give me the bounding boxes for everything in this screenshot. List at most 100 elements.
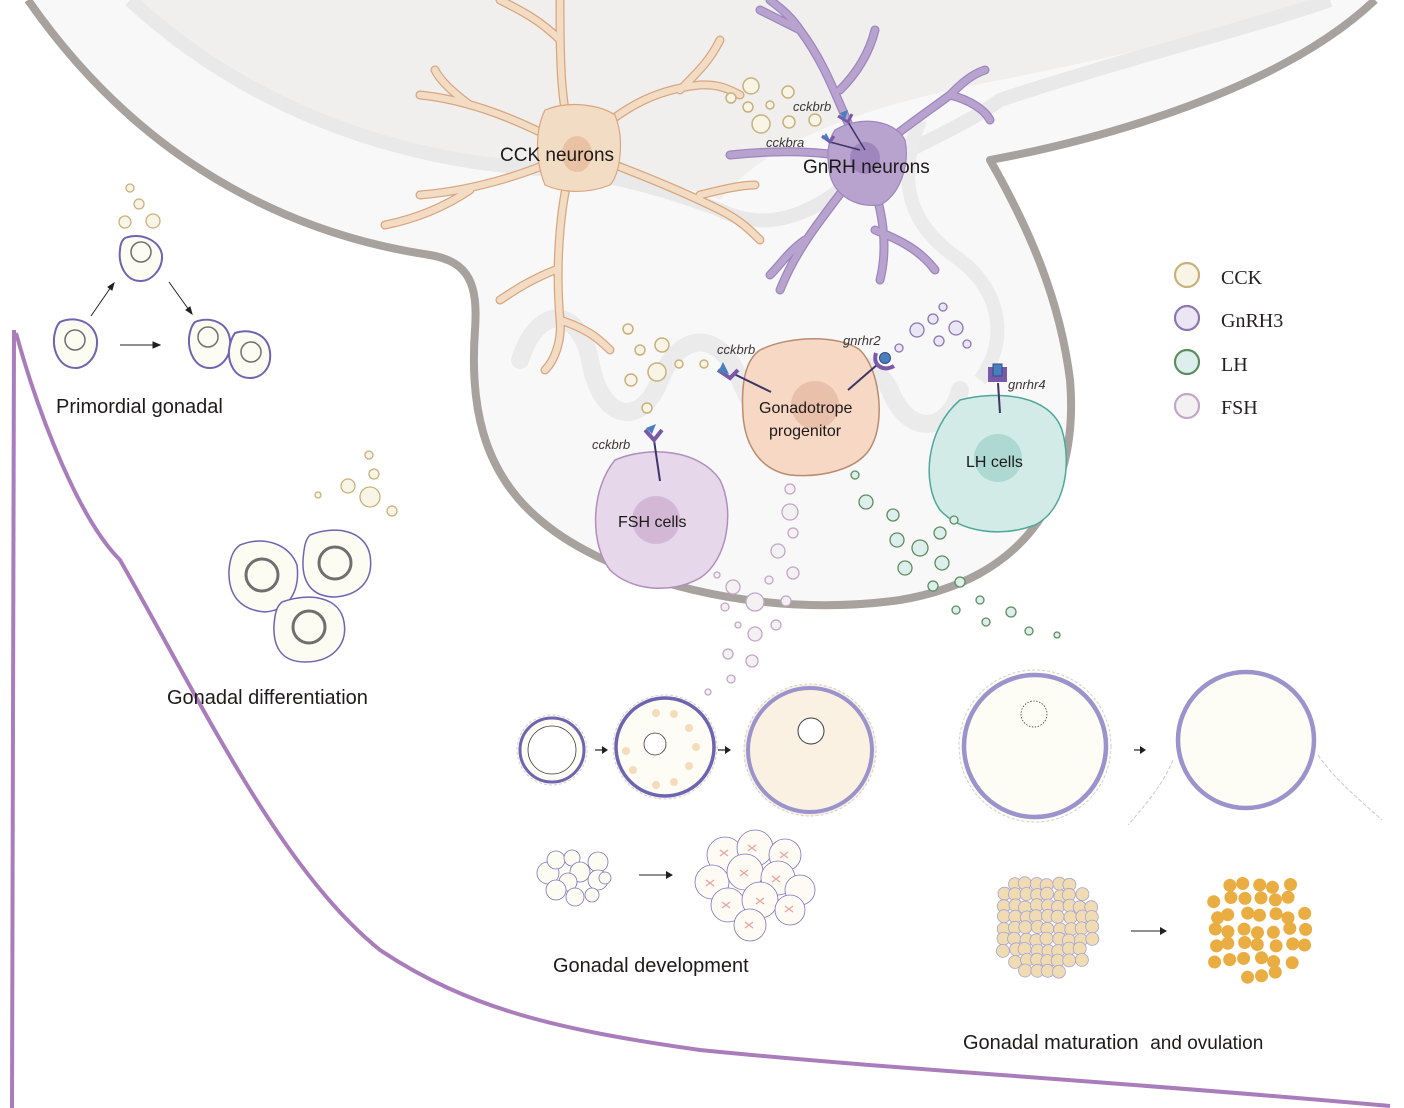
legend-swatch-lh bbox=[1173, 348, 1201, 376]
gonadotrope-label-line2: progenitor bbox=[769, 423, 842, 440]
cck-neuron-nucleus bbox=[562, 136, 592, 172]
sperm-cell bbox=[1255, 969, 1268, 983]
sperm-cell bbox=[1285, 956, 1299, 970]
primordial-cell bbox=[118, 235, 164, 283]
sperm-cell bbox=[1268, 965, 1282, 979]
sperm-cell bbox=[1018, 920, 1033, 935]
legend-label-cck: CCK bbox=[1221, 267, 1263, 289]
sperm-cell bbox=[1299, 922, 1313, 936]
primordial-cell-pair bbox=[187, 318, 272, 380]
gonadotrope-progenitor-cell: Gonadotrope progenitor cckbrb gnrhr2 bbox=[716, 333, 896, 477]
primordial-cell bbox=[52, 318, 99, 370]
gonadotrope-cckbrb-receptor-icon bbox=[716, 362, 740, 381]
sperm-cell bbox=[1223, 878, 1237, 892]
sperm-cluster-immature bbox=[996, 876, 1100, 979]
timeline-decay-curve bbox=[14, 332, 1391, 1108]
gonadotrope-receptor-label-cckbrb: cckbrb bbox=[717, 342, 755, 357]
fsh-cell: FSH cells cckbrb bbox=[592, 424, 729, 589]
gonadotrope-label-line1: Gonadotrope bbox=[759, 400, 853, 417]
gonadotrope-receptor-label-gnrhr2: gnrhr2 bbox=[843, 333, 881, 348]
stage-primordial: Primordial gonadal bbox=[52, 183, 272, 418]
stage-differentiation: Gonadal differentiation bbox=[167, 450, 398, 709]
oocyte-mature bbox=[958, 669, 1112, 823]
sperm-cell bbox=[996, 944, 1010, 958]
sperm-cell bbox=[1266, 925, 1280, 939]
sperm-cell bbox=[1018, 963, 1032, 978]
oocyte-cortical-alveoli bbox=[612, 694, 718, 800]
sperm-cell bbox=[1223, 953, 1237, 967]
cckbra-receptor-icon bbox=[821, 133, 836, 145]
sperm-cell bbox=[1050, 909, 1065, 924]
gnrh-neuron-label: GnRH neurons bbox=[803, 157, 930, 178]
gnrh-receptor-label-cckbrb: cckbrb bbox=[793, 99, 831, 114]
differentiating-cell bbox=[273, 596, 346, 663]
differentiating-cell bbox=[228, 540, 299, 613]
sperm-cell bbox=[1284, 878, 1297, 891]
sperm-cell bbox=[1298, 938, 1312, 952]
legend-item-cck: CCK bbox=[1173, 261, 1263, 289]
sperm-cell bbox=[1238, 936, 1252, 949]
sperm-cell bbox=[1241, 970, 1255, 984]
lh-vesicles bbox=[850, 470, 1061, 639]
sperm-cell bbox=[1253, 908, 1266, 922]
sperm-cell bbox=[1298, 906, 1312, 920]
pituitary-stalk-band bbox=[901, 117, 1005, 385]
gnrh-neuron: cckbrb cckbra GnRH neurons bbox=[725, 0, 995, 295]
sperm-cell bbox=[1281, 890, 1295, 904]
sperm-cell bbox=[1268, 893, 1282, 907]
lh-gnrhr4-receptor-icon bbox=[988, 363, 1007, 382]
timeline bbox=[10, 329, 1391, 1108]
sperm-cell bbox=[1039, 931, 1054, 946]
sperm-cell bbox=[1267, 955, 1281, 969]
sperm-cell bbox=[1221, 908, 1235, 922]
sperm-cell bbox=[1221, 936, 1235, 950]
sperm-cell bbox=[1063, 910, 1078, 925]
cck-neuron: CCK neurons bbox=[380, 0, 765, 375]
sperm-cell bbox=[1211, 911, 1225, 925]
timeline-vertical-axis bbox=[10, 329, 16, 1108]
fsh-cckbrb-receptor-icon bbox=[643, 424, 664, 444]
sperm-cell bbox=[1236, 877, 1250, 890]
stage-development-testis: Gonadal development bbox=[536, 829, 816, 977]
stage-label-maturation-main: Gonadal maturation bbox=[963, 1032, 1139, 1054]
stage-label-maturation: Gonadal maturation and ovulation bbox=[963, 1032, 1263, 1054]
sperm-cell bbox=[1281, 911, 1295, 925]
primordial-arrows bbox=[90, 281, 193, 349]
sperm-cell bbox=[1255, 951, 1268, 965]
legend-item-gnrh3: GnRH3 bbox=[1173, 304, 1283, 332]
fsh-cell-label: FSH cells bbox=[618, 514, 686, 531]
oocyte-early bbox=[516, 714, 588, 786]
fsh-vesicles bbox=[704, 483, 800, 696]
sperm-cell bbox=[1237, 951, 1251, 965]
sperm-cell bbox=[1250, 938, 1264, 951]
sperm-cell bbox=[1283, 921, 1297, 935]
chromosome-marks bbox=[705, 844, 794, 929]
cck-vesicles-top bbox=[725, 77, 822, 134]
cckbrb-receptor-icon bbox=[837, 110, 854, 125]
legend-swatch-cck bbox=[1173, 261, 1201, 289]
lh-cell-label: LH cells bbox=[966, 454, 1023, 471]
sperm-cell bbox=[1208, 955, 1222, 969]
stage-label-development: Gonadal development bbox=[553, 955, 749, 977]
legend-swatch-gnrh3 bbox=[1173, 304, 1201, 332]
sperm-cell bbox=[1085, 932, 1100, 946]
oocyte-ovulated bbox=[1127, 669, 1383, 826]
differentiating-cell bbox=[302, 529, 372, 598]
stage-maturation-oocytes bbox=[958, 669, 1383, 826]
sperm-cell bbox=[1241, 906, 1255, 920]
stage-development-oocytes bbox=[516, 683, 877, 817]
stage-maturation-sperm: Gonadal maturation and ovulation bbox=[963, 876, 1313, 1054]
gnrh-receptor-label-cckbra: cckbra bbox=[766, 135, 804, 150]
sperm-cell bbox=[1269, 907, 1283, 921]
hypothalamus-inner-band bbox=[125, 0, 1333, 228]
stage-label-maturation-tail: and ovulation bbox=[1150, 1033, 1263, 1054]
cck-vesicles-pituitary bbox=[622, 323, 709, 414]
stage-label-differentiation: Gonadal differentiation bbox=[167, 687, 368, 709]
sperm-cell bbox=[1085, 919, 1100, 934]
sperm-cell bbox=[1062, 953, 1077, 968]
legend-label-lh: LH bbox=[1221, 354, 1248, 376]
cck-neuron-label: CCK neurons bbox=[500, 145, 614, 166]
legend-item-fsh: FSH bbox=[1173, 392, 1258, 420]
sperm-cell bbox=[1238, 891, 1252, 905]
